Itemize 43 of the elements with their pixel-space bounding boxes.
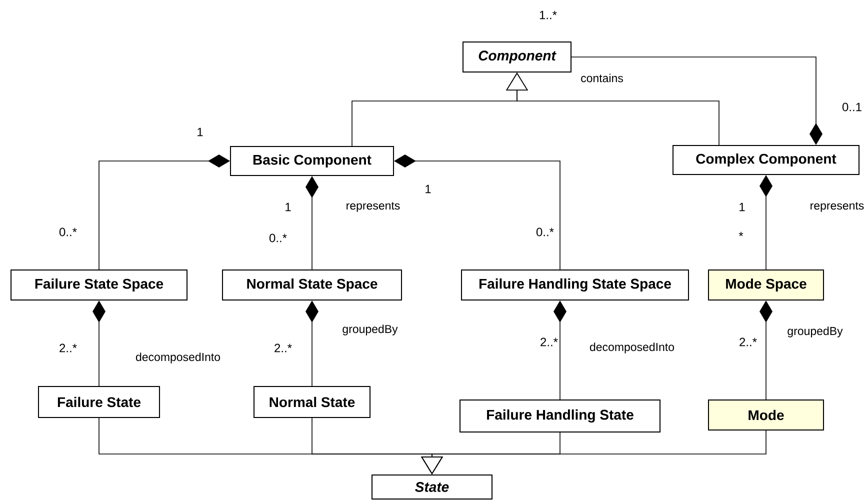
composition-line: [92, 300, 106, 386]
multiplicity-label: *: [738, 232, 744, 236]
multiplicity-label: 0..1: [842, 102, 862, 112]
edge-label: represents: [808, 201, 865, 213]
multiplicity-label: 2..*: [60, 344, 77, 352]
edge-label: represents: [344, 201, 402, 213]
class-box: Failure State Space: [10, 270, 188, 300]
composition-line: [306, 300, 318, 386]
multiplicity-label: 1: [740, 202, 745, 212]
composition-line: [98, 154, 230, 270]
composition-line: [760, 300, 772, 400]
multiplicity-label: 2..*: [274, 344, 292, 352]
class-box: Component: [462, 42, 572, 72]
composition-line: [306, 176, 318, 270]
class-box: State: [372, 474, 492, 500]
multiplicity-label: 2..*: [540, 338, 558, 346]
multiplicity-label: 0..*: [59, 228, 77, 236]
class-box: Failure Handling State: [460, 400, 660, 432]
edge-label: contains: [580, 72, 624, 84]
class-box: Complex Component: [672, 145, 860, 175]
edge-label: decomposedInto: [134, 352, 222, 364]
class-box: Mode Space: [708, 270, 824, 300]
composition-line: [554, 300, 566, 400]
multiplicity-label: 1..*: [540, 10, 557, 20]
class-box: Failure State: [38, 386, 160, 418]
edge-label: groupedBy: [786, 326, 844, 338]
multiplicity-label: 1: [426, 184, 431, 194]
generalization-arrow: [506, 72, 720, 146]
multiplicity-label: 0..*: [269, 234, 287, 242]
class-box: Normal State: [254, 386, 370, 418]
multiplicity-label: 0..*: [536, 228, 554, 236]
composition-line: [760, 175, 772, 270]
class-box: Basic Component: [230, 146, 394, 176]
composition-line: [571, 56, 822, 145]
composition-line: [394, 154, 560, 270]
class-box: Normal State Space: [222, 270, 402, 300]
edge-label: groupedBy: [341, 324, 399, 336]
edge-label: decomposedInto: [588, 342, 676, 354]
multiplicity-label: 1: [198, 128, 203, 136]
multiplicity-label: 2..*: [740, 338, 757, 346]
class-box: Failure Handling State Space: [461, 270, 689, 300]
multiplicity-label: 1: [286, 202, 291, 212]
class-box: Mode: [708, 400, 824, 430]
